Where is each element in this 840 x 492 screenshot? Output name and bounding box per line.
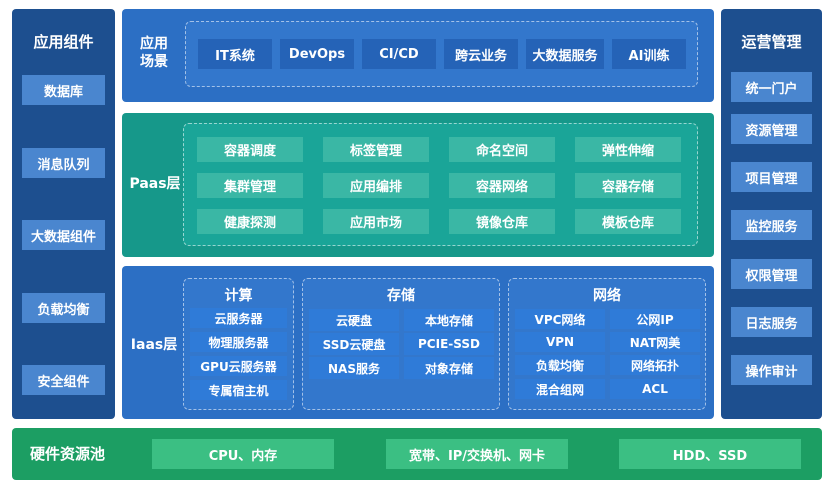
ops-resource-management[interactable]: 资源管理	[731, 114, 812, 144]
scenario-it-system[interactable]: IT系统	[198, 39, 272, 69]
ops-project-management[interactable]: 项目管理	[731, 162, 812, 192]
network-public-ip[interactable]: 公网IP	[610, 309, 700, 329]
network-title: 网络	[593, 288, 621, 304]
hardware-pool-panel: 硬件资源池 CPU、内存 宽带、IP/交换机、网卡 HDD、SSD	[12, 428, 822, 480]
app-components-panel: 应用组件 数据库 消息队列 大数据组件 负载均衡 安全组件	[12, 9, 115, 419]
app-components-title: 应用组件	[33, 33, 94, 51]
app-component-load-balancer[interactable]: 负载均衡	[22, 293, 105, 323]
paas-cluster-management[interactable]: 集群管理	[197, 173, 303, 198]
network-hybrid[interactable]: 混合组网	[515, 379, 605, 399]
ops-permissions[interactable]: 权限管理	[731, 259, 812, 289]
hardware-cpu-memory[interactable]: CPU、内存	[152, 439, 334, 469]
network-load-balancer[interactable]: 负载均衡	[515, 355, 605, 375]
scenario-ai-training[interactable]: AI训练	[612, 39, 686, 69]
app-component-security[interactable]: 安全组件	[22, 365, 105, 395]
app-scenario-label-line1: 应用	[140, 36, 168, 52]
compute-gpu-server[interactable]: GPU云服务器	[190, 356, 287, 376]
paas-layer-label: Paas层	[129, 176, 181, 192]
compute-cloud-server[interactable]: 云服务器	[190, 308, 287, 328]
compute-title: 计算	[224, 288, 253, 304]
app-component-bigdata[interactable]: 大数据组件	[22, 220, 105, 250]
hardware-disk[interactable]: HDD、SSD	[619, 439, 801, 469]
storage-pcie-ssd[interactable]: PCIE-SSD	[404, 333, 494, 355]
storage-local[interactable]: 本地存储	[404, 309, 494, 331]
scenario-cross-cloud[interactable]: 跨云业务	[444, 39, 518, 69]
scenario-devops[interactable]: DevOps	[280, 39, 354, 69]
app-component-message-queue[interactable]: 消息队列	[22, 148, 105, 178]
iaas-layer-label: Iaas层	[130, 337, 178, 353]
storage-object[interactable]: 对象存储	[404, 357, 494, 379]
paas-app-orchestration[interactable]: 应用编排	[323, 173, 429, 198]
paas-layer-panel: Paas层 容器调度 标签管理 命名空间 弹性伸缩 集群管理 应用编排 容器网络…	[122, 113, 714, 257]
ops-logging[interactable]: 日志服务	[731, 307, 812, 337]
app-scenario-panel: 应用 场景 IT系统 DevOps CI/CD 跨云业务 大数据服务 AI训练	[122, 9, 714, 102]
storage-cloud-disk[interactable]: 云硬盘	[309, 309, 399, 331]
iaas-layer-panel: Iaas层 计算 云服务器 物理服务器 GPU云服务器 专属宿主机 存储 云硬盘…	[122, 266, 714, 419]
storage-nas[interactable]: NAS服务	[309, 357, 399, 379]
storage-ssd-cloud-disk[interactable]: SSD云硬盘	[309, 333, 399, 355]
app-scenario-label: 应用 场景	[136, 35, 172, 71]
network-vpc[interactable]: VPC网络	[515, 309, 605, 329]
app-component-database[interactable]: 数据库	[22, 75, 105, 105]
app-scenario-label-line2: 场景	[140, 54, 168, 70]
network-vpn[interactable]: VPN	[515, 332, 605, 352]
compute-physical-server[interactable]: 物理服务器	[190, 332, 287, 352]
scenario-bigdata[interactable]: 大数据服务	[526, 39, 604, 69]
operations-title: 运营管理	[741, 33, 802, 51]
ops-unified-portal[interactable]: 统一门户	[731, 72, 812, 102]
network-topology[interactable]: 网络拓扑	[610, 355, 700, 375]
paas-label-management[interactable]: 标签管理	[323, 137, 429, 162]
hardware-pool-label: 硬件资源池	[30, 445, 106, 463]
operations-panel: 运营管理 统一门户 资源管理 项目管理 监控服务 权限管理 日志服务 操作审计	[721, 9, 822, 419]
paas-container-storage[interactable]: 容器存储	[575, 173, 681, 198]
scenario-cicd[interactable]: CI/CD	[362, 39, 436, 69]
storage-title: 存储	[387, 288, 415, 304]
paas-app-market[interactable]: 应用市场	[323, 209, 429, 234]
paas-image-registry[interactable]: 镜像仓库	[449, 209, 555, 234]
hardware-network[interactable]: 宽带、IP/交换机、网卡	[386, 439, 568, 469]
paas-container-network[interactable]: 容器网络	[449, 173, 555, 198]
network-nat[interactable]: NAT网美	[610, 332, 700, 352]
compute-dedicated-host[interactable]: 专属宿主机	[190, 380, 287, 400]
paas-template-registry[interactable]: 模板仓库	[575, 209, 681, 234]
paas-container-scheduling[interactable]: 容器调度	[197, 137, 303, 162]
paas-autoscaling[interactable]: 弹性伸缩	[575, 137, 681, 162]
paas-namespace[interactable]: 命名空间	[449, 137, 555, 162]
network-acl[interactable]: ACL	[610, 379, 700, 399]
ops-audit[interactable]: 操作审计	[731, 355, 812, 385]
paas-health-probe[interactable]: 健康探测	[197, 209, 303, 234]
ops-monitoring[interactable]: 监控服务	[731, 210, 812, 240]
